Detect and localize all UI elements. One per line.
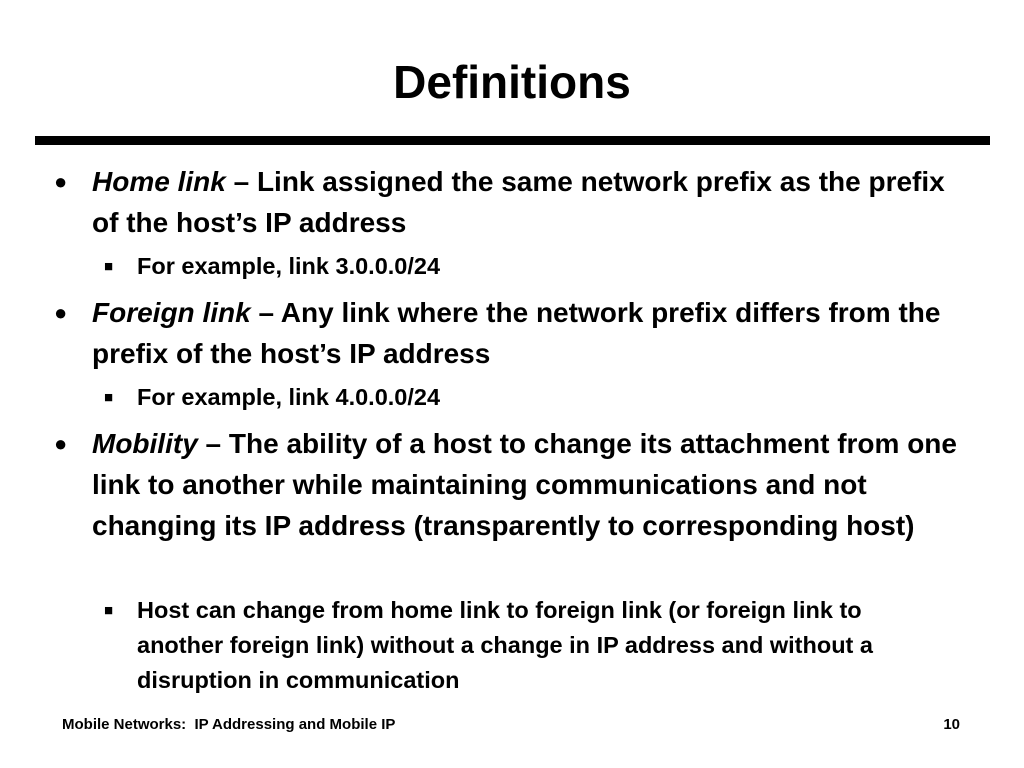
square-bullet-icon: ■ [104,258,114,275]
bullet-dot-icon: ● [54,300,68,325]
term-foreign-link: Foreign link [92,297,251,328]
sub-bullet-foreign-link-example: ■ For example, link 4.0.0.0/24 [104,380,947,415]
square-bullet-icon: ■ [104,389,114,406]
slide-title: Definitions [393,56,631,108]
square-bullet-icon: ■ [104,602,114,619]
sub-bullet-text: Host can change from home link to foreig… [137,597,873,693]
term-mobility: Mobility [92,428,198,459]
term-home-link: Home link [92,166,226,197]
definition-foreign-link: – Any link where the network prefix diff… [92,297,941,369]
sub-bullet-home-link-example: ■ For example, link 3.0.0.0/24 [104,249,947,284]
definition-mobility: – The ability of a host to change its at… [92,428,957,541]
bullet-dot-icon: ● [54,431,68,456]
bullet-dot-icon: ● [54,169,68,194]
bullet-foreign-link: ● Foreign link – Any link where the netw… [54,292,962,374]
definition-home-link: – Link assigned the same network prefix … [92,166,945,238]
bullet-home-link: ● Home link – Link assigned the same net… [54,161,962,243]
sub-bullet-text: For example, link 3.0.0.0/24 [137,253,441,279]
footer-course-title: Mobile Networks: IP Addressing and Mobil… [62,716,396,733]
bullet-mobility: ● Mobility – The ability of a host to ch… [54,423,962,546]
sub-bullet-text: For example, link 4.0.0.0/24 [137,384,441,410]
footer-page-number: 10 [943,716,960,733]
title-divider [35,136,990,145]
sub-bullet-mobility-detail: ■ Host can change from home link to fore… [104,593,947,698]
